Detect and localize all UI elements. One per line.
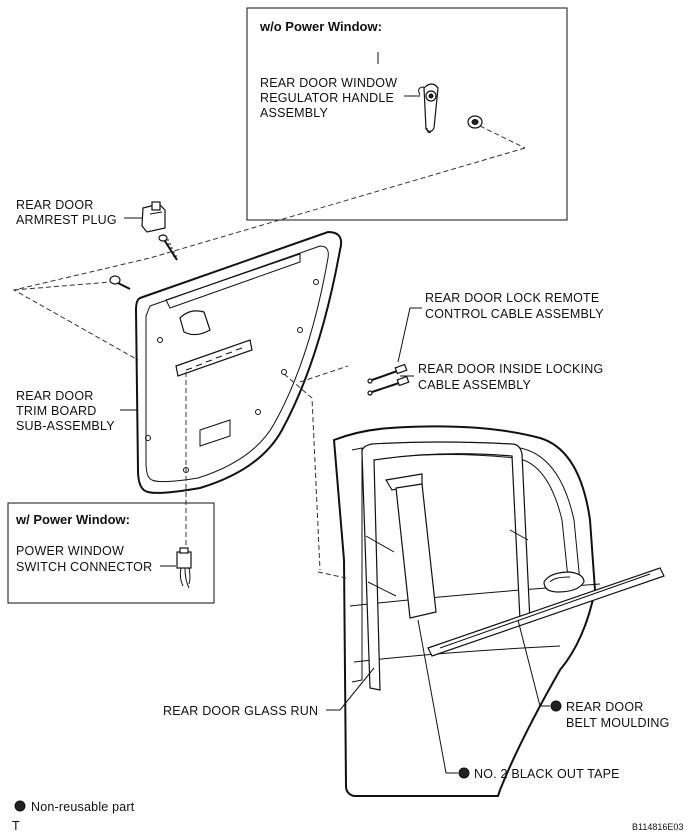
black-out-tape-label: NO. 2 BLACK OUT TAPE — [474, 767, 620, 781]
glass-run — [361, 441, 531, 691]
trim-board-label-line2: TRIM BOARD — [16, 404, 96, 418]
inset-frame-2 — [7, 502, 215, 604]
legend-text: Non-reusable part — [31, 800, 135, 814]
black-out-tape — [385, 473, 437, 619]
clip-screw-icon — [109, 275, 131, 290]
belt-moulding-label-line2: BELT MOULDING — [566, 716, 670, 730]
armrest-plug-icon — [141, 201, 166, 233]
switch-connector-icon — [176, 547, 192, 589]
screw-icon — [158, 234, 178, 261]
regulator-washer-icon — [467, 115, 483, 129]
handle-label-line3: ASSEMBLY — [260, 106, 329, 120]
switch-connector-label-line2: SWITCH CONNECTOR — [16, 560, 152, 574]
inset-header-2: w/ Power Window: — [15, 512, 130, 527]
inset-header: w/o Power Window: — [259, 19, 382, 34]
non-reusable-dot-belt — [550, 700, 562, 712]
handle-label-line2: REGULATOR HANDLE — [260, 91, 394, 105]
handle-label-line1: REAR DOOR WINDOW — [260, 76, 397, 90]
trim-board-label-line3: SUB-ASSEMBLY — [16, 419, 115, 433]
inside-locking-cable-label-line2: CABLE ASSEMBLY — [418, 378, 531, 392]
corner-mark: T — [12, 819, 20, 833]
lock-remote-cable-label-line2: CONTROL CABLE ASSEMBLY — [425, 307, 604, 321]
legend-dot — [14, 800, 26, 812]
glass-run-label: REAR DOOR GLASS RUN — [163, 704, 318, 718]
legend: Non-reusable part — [14, 800, 135, 814]
armrest-plug-label-line2: ARMREST PLUG — [16, 213, 117, 227]
trim-board-label-line1: REAR DOOR — [16, 389, 94, 403]
belt-moulding — [427, 567, 665, 657]
figure-code: B114816E03 — [632, 822, 683, 832]
belt-moulding-label-line1: REAR DOOR — [566, 700, 644, 714]
inset-wo-power-window: w/o Power Window: REAR DOOR WINDOW REGUL… — [246, 7, 568, 221]
switch-connector-label-line1: POWER WINDOW — [16, 544, 124, 558]
non-reusable-dot-tape — [458, 767, 470, 779]
lock-cable-icon — [367, 363, 410, 396]
armrest-plug-label-line1: REAR DOOR — [16, 198, 94, 212]
regulator-handle-icon — [418, 83, 439, 133]
inset-frame — [246, 7, 568, 221]
inside-locking-cable-label-line1: REAR DOOR INSIDE LOCKING — [418, 362, 603, 376]
trim-board — [134, 230, 343, 494]
lock-remote-cable-label-line1: REAR DOOR LOCK REMOTE — [425, 291, 599, 305]
inset-w-power-window: w/ Power Window: POWER WINDOW SWITCH CON… — [7, 502, 215, 604]
